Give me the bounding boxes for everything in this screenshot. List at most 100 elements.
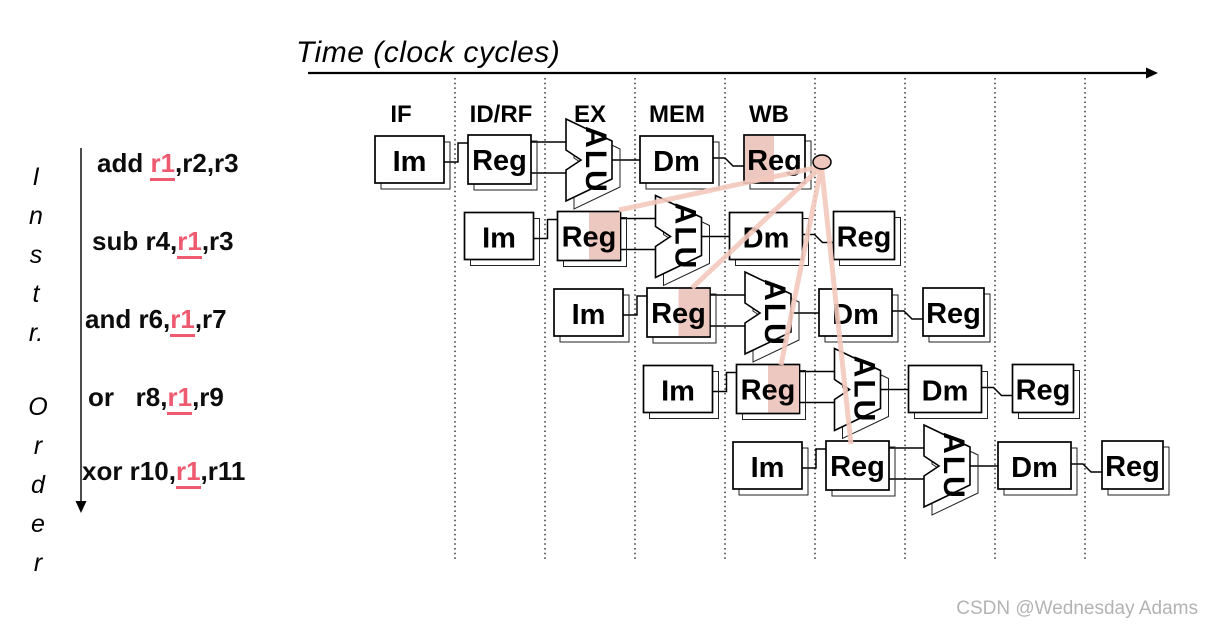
- dm-label: Dm: [653, 146, 700, 178]
- watermark: CSDN @Wednesday Adams: [956, 598, 1198, 619]
- dm-block: [997, 441, 1072, 490]
- instruction-text-pre: add: [97, 148, 151, 178]
- reg-read-highlight: [768, 365, 799, 413]
- alu-block: [744, 270, 792, 356]
- hazard-register: r1: [170, 304, 195, 337]
- dm-block: [818, 288, 893, 337]
- instruction-text-post: ,r9: [192, 382, 224, 412]
- connector-dm-reg: [1071, 463, 1102, 473]
- connector-im-reg: [712, 371, 737, 393]
- instruction-3: or r8,r1,r9: [88, 380, 224, 415]
- reg-write-block: [1011, 363, 1075, 414]
- hazard-register: r1: [177, 226, 202, 259]
- reg-write-block: [922, 287, 985, 337]
- forward-line-to-instr-3: [778, 166, 824, 366]
- im-label: Im: [482, 223, 516, 255]
- alu-label: ALU: [669, 203, 702, 271]
- connector-im-reg: [444, 142, 468, 163]
- stage-header: MEM: [649, 101, 705, 128]
- reg-write-label: Reg: [1016, 375, 1071, 407]
- axis-letter: O: [28, 393, 48, 421]
- forward-line-to-instr-2: [690, 164, 824, 290]
- instruction-text-post: ,r2,r3: [175, 148, 239, 178]
- instruction-text-post: ,r7: [194, 304, 227, 334]
- reg-read-label: Reg: [651, 298, 706, 330]
- instruction-2: and r6,r1,r7: [85, 302, 227, 337]
- instruction-1: sub r4,r1,r3: [92, 224, 234, 259]
- connector-dm-reg: [713, 157, 744, 167]
- instr-order-arrowhead: [75, 501, 87, 513]
- instruction-text-post: ,r3: [201, 226, 234, 256]
- im-block: [642, 364, 714, 414]
- dm-label: Dm: [1011, 452, 1058, 484]
- reg-write-block: [832, 210, 896, 261]
- im-label: Im: [572, 299, 606, 331]
- reg-write-highlight: [745, 136, 774, 182]
- hazard-register: r1: [150, 148, 176, 181]
- instruction-text-pre: sub r4,: [92, 226, 178, 256]
- stage-header: WB: [749, 101, 789, 128]
- instruction-text-pre: or r8,: [88, 382, 168, 412]
- time-axis-arrowhead: [1146, 67, 1158, 79]
- axis-letter: e: [31, 510, 45, 538]
- reg-read-highlight: [589, 212, 620, 260]
- forward-line-to-instr-4: [819, 166, 854, 445]
- reg-read-label: Reg: [741, 375, 796, 407]
- connector-dm-reg: [981, 386, 1013, 397]
- connector-dm-reg: [892, 310, 923, 320]
- alu-block: [565, 117, 613, 203]
- im-label: Im: [393, 146, 427, 178]
- alu-block: [654, 194, 703, 279]
- reg-read-highlight: [678, 289, 710, 336]
- im-label: Im: [661, 376, 695, 408]
- forward-source-node: [812, 154, 832, 170]
- instruction-text-post: ,r11: [200, 456, 246, 486]
- reg-write-label: Reg: [926, 298, 981, 330]
- dm-block: [907, 364, 983, 414]
- im-block: [463, 211, 535, 261]
- connector-im-reg: [802, 448, 826, 469]
- axis-letter: d: [31, 471, 45, 499]
- reg-write-block: [1101, 440, 1164, 490]
- dm-label: Dm: [743, 223, 790, 255]
- alu-label: ALU: [937, 432, 970, 500]
- reg-write-label: Reg: [1105, 451, 1160, 483]
- alu-label: ALU: [579, 126, 612, 194]
- im-block: [553, 288, 624, 337]
- axis-letter: t: [32, 280, 40, 308]
- im-label: Im: [751, 452, 785, 484]
- instruction-text-pre: xor r10,: [82, 456, 176, 486]
- axis-letter: n: [29, 202, 43, 230]
- instruction-text-pre: and r6,: [85, 304, 171, 334]
- forward-line-to-instr-1: [618, 164, 823, 213]
- connector-im-reg: [623, 295, 647, 316]
- stage-header: EX: [574, 101, 606, 128]
- axis-letter: r.: [28, 319, 44, 347]
- instruction-0: add r1,r2,r3: [97, 146, 239, 181]
- axis-letter: r: [33, 549, 43, 577]
- im-block: [374, 135, 445, 184]
- axis-letter: s: [29, 241, 43, 269]
- time-axis-title: Time (clock cycles): [296, 36, 561, 69]
- instruction-4: xor r10,r1,r11: [82, 454, 246, 489]
- reg-read-label: Reg: [562, 222, 617, 254]
- reg-read-block: [825, 440, 890, 491]
- alu-block: [923, 423, 971, 509]
- dm-label: Dm: [922, 376, 969, 408]
- axis-letter: r: [33, 432, 43, 460]
- axis-letter: I: [32, 163, 40, 191]
- reg-read-label: Reg: [830, 451, 885, 483]
- stage-header: ID/RF: [470, 101, 533, 128]
- hazard-register: r1: [167, 382, 193, 415]
- stage-header: IF: [390, 101, 411, 128]
- connector-im-reg: [533, 218, 558, 240]
- im-block: [732, 441, 803, 490]
- reg-write-label: Reg: [837, 222, 892, 254]
- hazard-register: r1: [175, 456, 201, 489]
- reg-read-block: [467, 134, 532, 185]
- reg-read-label: Reg: [472, 145, 527, 177]
